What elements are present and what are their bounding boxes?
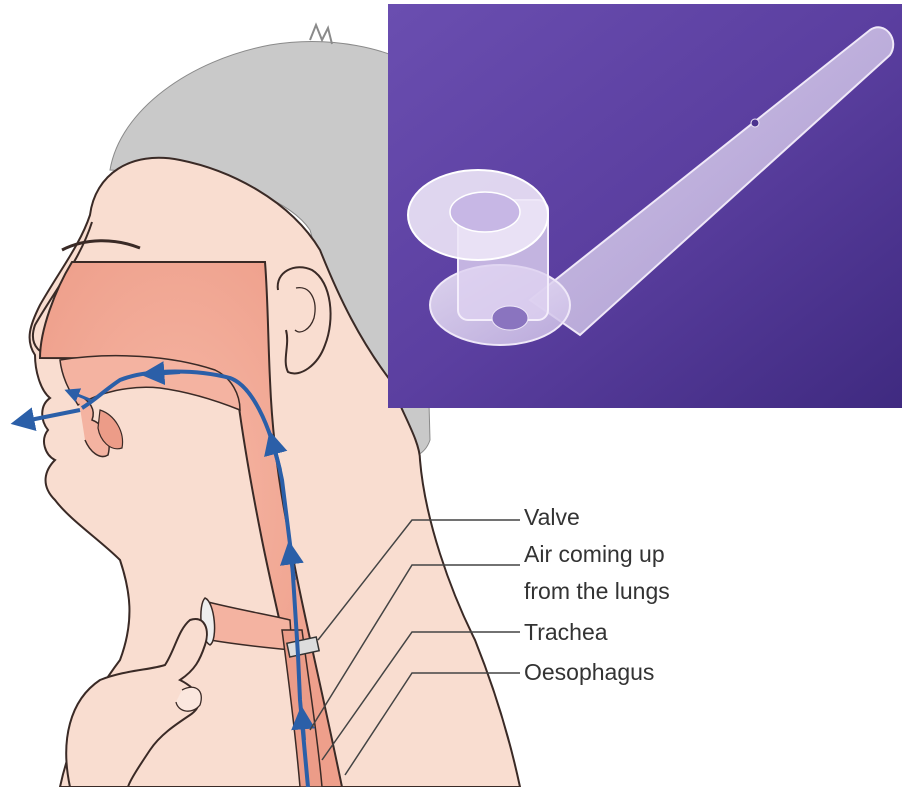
label-air: Air coming up from the lungs (524, 540, 670, 605)
strap-hole (751, 119, 759, 127)
label-trachea: Trachea (524, 618, 608, 646)
label-air-line2: from the lungs (524, 577, 670, 605)
airflow-arrow-mouth (150, 372, 180, 374)
label-oesophagus-text: Oesophagus (524, 658, 654, 686)
label-oesophagus: Oesophagus (524, 658, 654, 686)
label-valve: Valve (524, 503, 580, 531)
device-bottom-opening (492, 306, 528, 330)
voice-prosthesis-photo (388, 4, 902, 408)
airflow-arrow-trachea (302, 715, 304, 740)
label-trachea-text: Trachea (524, 618, 608, 646)
device-top-opening (450, 192, 520, 232)
label-air-line1: Air coming up (524, 540, 670, 568)
label-valve-text: Valve (524, 503, 580, 531)
